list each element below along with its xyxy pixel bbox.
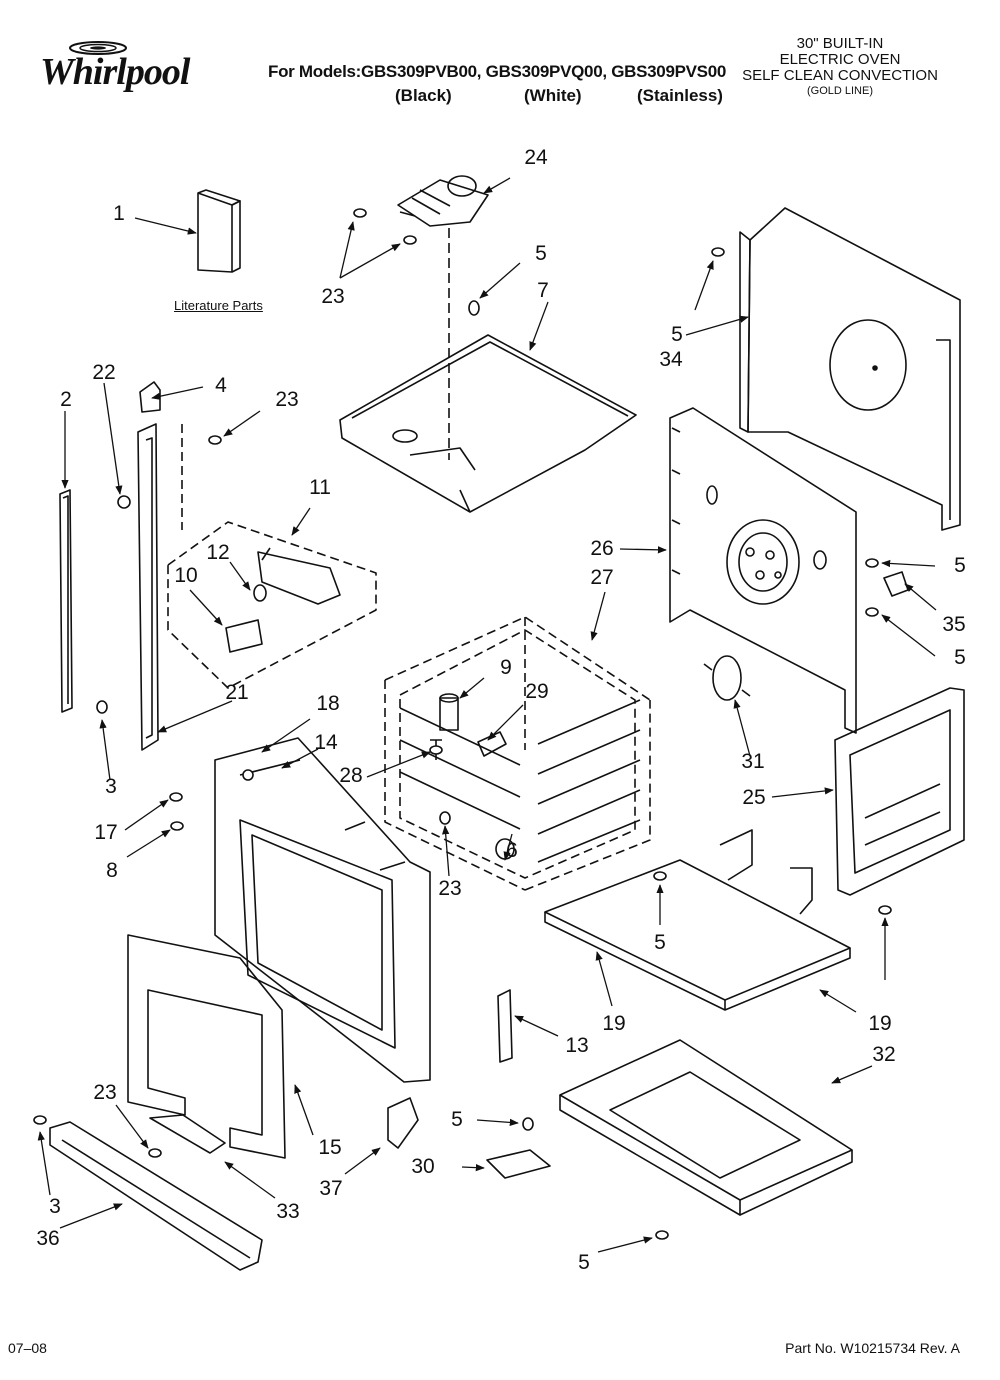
callout-5: 5 — [578, 1251, 590, 1274]
oven-rack-slots — [399, 699, 641, 863]
callout-23: 23 — [321, 285, 345, 308]
screws — [33, 208, 892, 1240]
light-housing — [257, 547, 341, 605]
callout-5: 5 — [451, 1108, 463, 1131]
variant-white: (White) — [524, 86, 582, 105]
callout-9: 9 — [500, 656, 512, 679]
callout-13: 13 — [565, 1034, 589, 1057]
product-description: 30" BUILT-IN ELECTRIC OVEN SELF CLEAN CO… — [720, 36, 960, 98]
callout-3: 3 — [105, 775, 117, 798]
logo-swirl-icon — [69, 41, 127, 55]
callout-3: 3 — [49, 1195, 61, 1218]
side-trim-right — [137, 423, 159, 751]
variant-stainless: (Stainless) — [637, 86, 723, 105]
callout-23: 23 — [438, 877, 462, 900]
callout-14: 14 — [314, 731, 338, 754]
models-line: For Models:GBS309PVB00, GBS309PVQ00, GBS… — [268, 62, 727, 81]
trim-cap — [139, 381, 161, 413]
product-line-3: SELF CLEAN CONVECTION — [742, 67, 938, 84]
callout-17: 17 — [94, 821, 118, 844]
side-trim-left — [59, 489, 73, 713]
callout-5: 5 — [654, 931, 666, 954]
product-line-2: ELECTRIC OVEN — [779, 51, 901, 68]
whirlpool-logo: Whirlpool — [40, 38, 200, 98]
callout-31: 31 — [741, 750, 765, 773]
callout-12: 12 — [206, 541, 230, 564]
callout-19: 19 — [602, 1012, 626, 1035]
callout-25: 25 — [742, 786, 766, 809]
brand-name: Whirlpool — [40, 51, 190, 93]
callout-37: 37 — [319, 1177, 343, 1200]
callout-27: 27 — [590, 566, 614, 589]
callout-26: 26 — [590, 537, 614, 560]
mounting-bracket — [486, 1149, 551, 1179]
callout-19: 19 — [868, 1012, 892, 1035]
callout-6: 6 — [506, 839, 518, 862]
callout-5: 5 — [954, 554, 966, 577]
light-bulb — [253, 584, 267, 602]
callout-1: 1 — [113, 202, 125, 225]
callout-5: 5 — [954, 646, 966, 669]
literature-parts-label: Literature Parts — [174, 298, 263, 313]
callout-30: 30 — [411, 1155, 435, 1178]
bottom-shelf — [544, 829, 851, 1011]
product-note: (GOLD LINE) — [806, 85, 873, 97]
callout-18: 18 — [316, 692, 340, 715]
bottom-tray — [559, 1039, 853, 1216]
back-panel — [739, 207, 961, 531]
hinge-bracket — [497, 989, 513, 1063]
thermal-fuse — [703, 655, 751, 701]
motor-bracket-assembly — [397, 175, 489, 227]
vent-trim — [49, 1121, 263, 1271]
variant-black: (Black) — [395, 86, 452, 105]
cavity-fittings — [430, 693, 515, 860]
top-panel — [339, 334, 637, 513]
callout-24: 24 — [524, 146, 548, 169]
callout-32: 32 — [872, 1043, 896, 1066]
literature-parts — [197, 189, 241, 273]
light-lens — [225, 619, 263, 653]
callout-33: 33 — [276, 1200, 300, 1223]
callout-15: 15 — [318, 1136, 342, 1159]
callout-5: 5 — [671, 323, 683, 346]
callout-35: 35 — [942, 613, 966, 636]
callout-2: 2 — [60, 388, 72, 411]
callout-23: 23 — [275, 388, 299, 411]
door-gasket — [127, 934, 286, 1159]
callout-23: 23 — [93, 1081, 117, 1104]
callout-10: 10 — [174, 564, 198, 587]
callout-4: 4 — [215, 374, 227, 397]
callout-36: 36 — [36, 1227, 60, 1250]
callout-7: 7 — [537, 279, 549, 302]
callout-21: 21 — [225, 681, 249, 704]
oven-front-frame — [214, 737, 431, 1083]
callout-8: 8 — [106, 859, 118, 882]
side-duct-panel — [834, 687, 965, 896]
product-line-1: 30" BUILT-IN — [796, 35, 884, 52]
callout-11: 11 — [309, 476, 331, 499]
revision-date: 07–08 — [8, 1340, 47, 1356]
oven-cavity — [384, 616, 651, 891]
leader-arrows — [37, 177, 937, 1253]
callout-28: 28 — [339, 764, 363, 787]
convection-shroud — [669, 407, 857, 734]
terminal-bracket — [387, 1097, 419, 1149]
callout-34: 34 — [659, 348, 683, 371]
callout-22: 22 — [92, 361, 116, 384]
trim-clip — [117, 495, 131, 509]
insulation-strip — [149, 1114, 226, 1154]
oven-light-assembly — [167, 521, 377, 689]
part-number: Part No. W10215734 Rev. A — [785, 1340, 960, 1356]
bracket-clip — [883, 571, 909, 597]
callout-29: 29 — [525, 680, 549, 703]
callout-5: 5 — [535, 242, 547, 265]
